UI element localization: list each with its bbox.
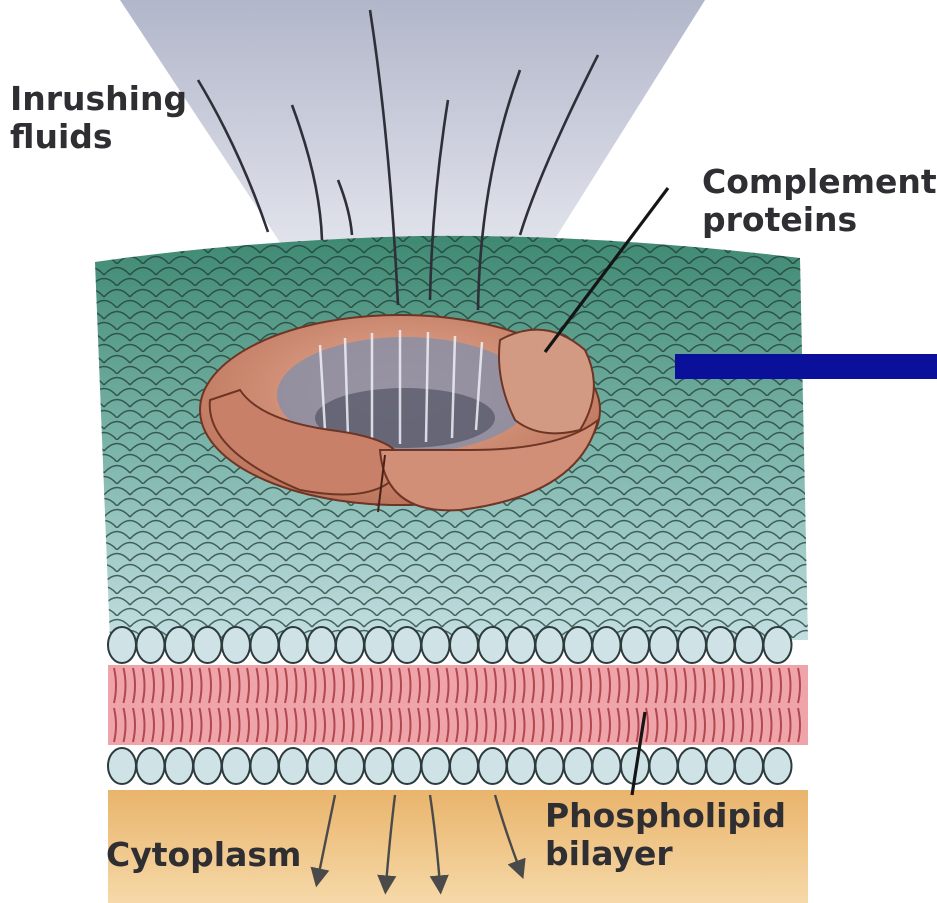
phospholipid-head bbox=[621, 627, 649, 663]
phospholipid-head bbox=[308, 627, 336, 663]
phospholipid-head bbox=[365, 627, 393, 663]
phospholipid-head bbox=[222, 748, 250, 784]
phospholipid-head bbox=[707, 748, 735, 784]
phospholipid-head bbox=[165, 748, 193, 784]
phospholipid-head bbox=[222, 627, 250, 663]
cytoplasm-label: Cytoplasm bbox=[106, 836, 301, 874]
phospholipid-head bbox=[422, 627, 450, 663]
phospholipid-head bbox=[450, 627, 478, 663]
phospholipid-head bbox=[593, 748, 621, 784]
label-line: Inrushing bbox=[10, 80, 187, 118]
phospholipid-head bbox=[194, 748, 222, 784]
phospholipid-head bbox=[165, 627, 193, 663]
phospholipid-head bbox=[251, 748, 279, 784]
phospholipid-head bbox=[536, 748, 564, 784]
phospholipid-head bbox=[507, 627, 535, 663]
phospholipid-head bbox=[536, 627, 564, 663]
phospholipid-head bbox=[735, 627, 763, 663]
phospholipid-head bbox=[336, 748, 364, 784]
phospholipid-bilayer-label: Phospholipid bilayer bbox=[545, 797, 786, 873]
phospholipid-head bbox=[678, 627, 706, 663]
label-line: Cytoplasm bbox=[106, 836, 301, 874]
phospholipid-head bbox=[593, 627, 621, 663]
phospholipid-head bbox=[678, 748, 706, 784]
phospholipid-head bbox=[393, 748, 421, 784]
label-line: Phospholipid bbox=[545, 797, 786, 835]
lipid-tail-layer bbox=[108, 665, 808, 745]
phospholipid-head bbox=[564, 748, 592, 784]
phospholipid-head bbox=[279, 748, 307, 784]
phospholipid-head bbox=[507, 748, 535, 784]
phospholipid-head bbox=[650, 627, 678, 663]
phospholipid-heads-inner bbox=[108, 748, 792, 784]
phospholipid-head bbox=[108, 748, 136, 784]
phospholipid-head bbox=[279, 627, 307, 663]
label-line: bilayer bbox=[545, 835, 786, 873]
phospholipid-head bbox=[308, 748, 336, 784]
label-line: proteins bbox=[702, 201, 937, 239]
phospholipid-head bbox=[365, 748, 393, 784]
phospholipid-head bbox=[479, 748, 507, 784]
inrushing-fluids-label: Inrushing fluids bbox=[10, 80, 187, 156]
phospholipid-head bbox=[479, 627, 507, 663]
pointer-bar bbox=[675, 354, 937, 379]
label-line: fluids bbox=[10, 118, 187, 156]
phospholipid-head bbox=[137, 748, 165, 784]
phospholipid-head bbox=[650, 748, 678, 784]
phospholipid-head bbox=[393, 627, 421, 663]
phospholipid-head bbox=[764, 627, 792, 663]
phospholipid-head bbox=[194, 627, 222, 663]
phospholipid-head bbox=[137, 627, 165, 663]
phospholipid-head bbox=[108, 627, 136, 663]
label-line: Complement bbox=[702, 163, 937, 201]
phospholipid-head bbox=[422, 748, 450, 784]
phospholipid-head bbox=[564, 627, 592, 663]
fluid-cone bbox=[120, 0, 705, 250]
phospholipid-head bbox=[764, 748, 792, 784]
phospholipid-head bbox=[735, 748, 763, 784]
phospholipid-head bbox=[450, 748, 478, 784]
complement-proteins-label: Complement proteins bbox=[702, 163, 937, 239]
phospholipid-head bbox=[251, 627, 279, 663]
phospholipid-head bbox=[336, 627, 364, 663]
phospholipid-head bbox=[707, 627, 735, 663]
